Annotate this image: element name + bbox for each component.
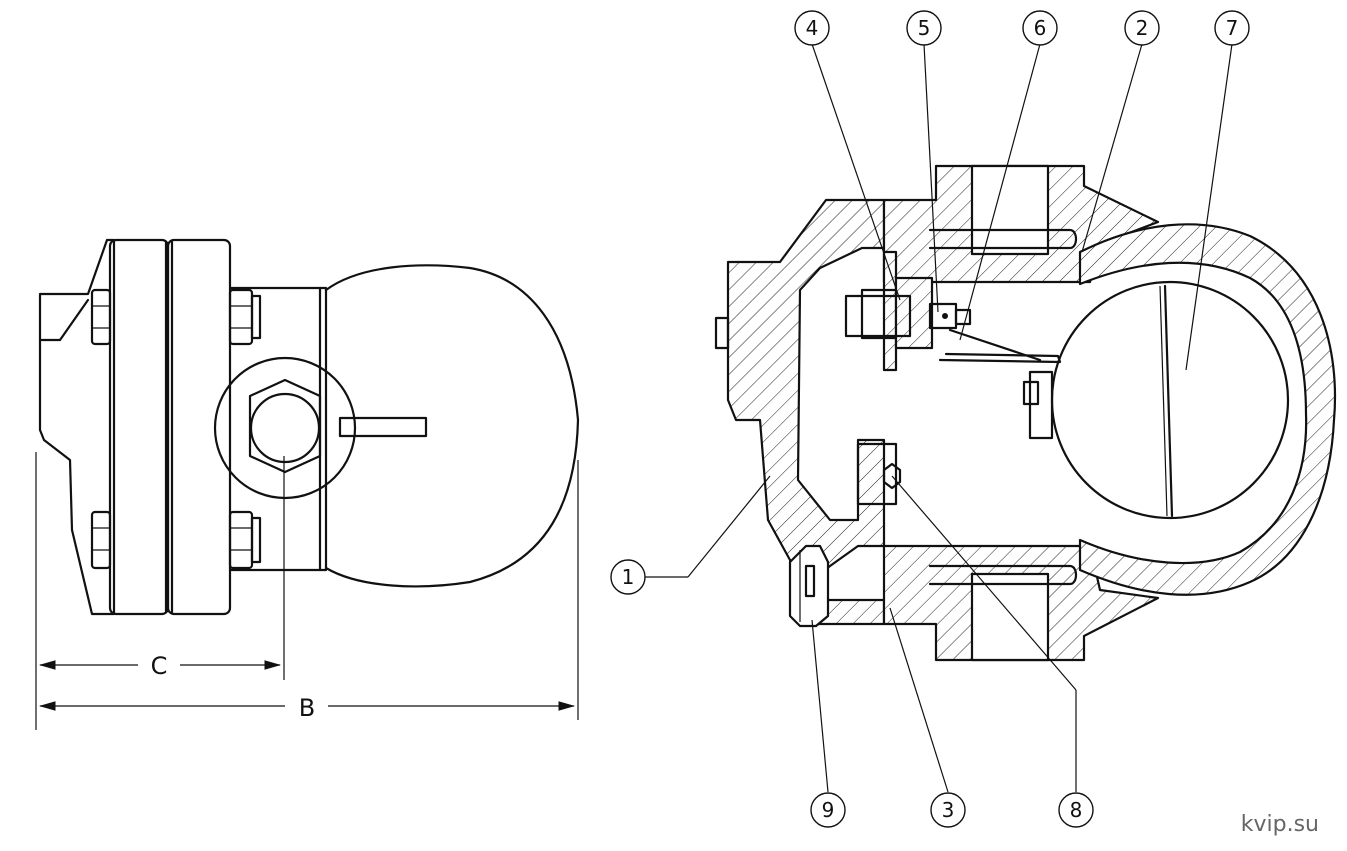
callout-9: 9 [810, 792, 846, 828]
callout-4: 4 [794, 10, 830, 46]
dimension-c-label: C [151, 652, 168, 680]
svg-text:2: 2 [1136, 16, 1149, 40]
svg-text:1: 1 [622, 565, 635, 589]
callout-8: 8 [1058, 792, 1094, 828]
callouts: 4 5 6 2 7 1 9 3 [610, 10, 1250, 828]
watermark: kvip.su [1240, 812, 1319, 837]
svg-text:6: 6 [1034, 16, 1047, 40]
section-view [714, 164, 1337, 662]
callout-6: 6 [1022, 10, 1058, 46]
bolt-bottom-left [90, 510, 112, 570]
side-view: C B [35, 238, 580, 730]
svg-text:9: 9 [822, 798, 835, 822]
bolt-top-right [228, 288, 262, 346]
callout-2: 2 [1124, 10, 1160, 46]
bolt-bottom-right [228, 510, 262, 570]
float-chamber [1078, 223, 1337, 596]
svg-text:4: 4 [806, 16, 819, 40]
callout-3: 3 [930, 792, 966, 828]
svg-text:8: 8 [1070, 798, 1083, 822]
callout-7: 7 [1214, 10, 1250, 46]
svg-text:5: 5 [918, 16, 931, 40]
bolt-top-left [90, 288, 112, 346]
svg-text:3: 3 [942, 798, 955, 822]
svg-text:7: 7 [1226, 16, 1239, 40]
callout-5: 5 [906, 10, 942, 46]
callout-1: 1 [610, 559, 646, 595]
dimension-b-label: B [299, 694, 315, 722]
